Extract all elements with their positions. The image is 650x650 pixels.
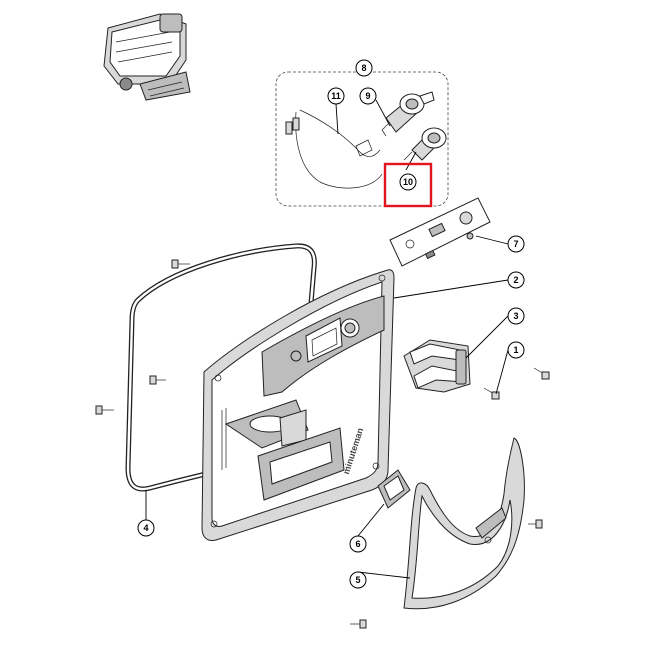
callout-4-label: 4 xyxy=(143,523,148,533)
callout-8: 8 xyxy=(355,59,373,77)
callout-5: 5 xyxy=(349,571,367,589)
screw-left-lower xyxy=(95,405,114,415)
gasket-square-part-6 xyxy=(377,469,411,509)
machine-thumbnail xyxy=(103,13,191,101)
kit-8-group-box xyxy=(275,71,449,207)
callout-11-label: 11 xyxy=(331,91,341,101)
callout-8-label: 8 xyxy=(361,63,366,73)
leader-lines xyxy=(145,72,509,579)
callout-6: 6 xyxy=(349,535,367,553)
screw-right-part-1 xyxy=(483,387,500,400)
callout-4: 4 xyxy=(137,519,155,537)
lower-shroud-part-5 xyxy=(403,437,525,610)
callout-7: 7 xyxy=(507,235,525,253)
callout-9: 9 xyxy=(359,87,377,105)
console-panel-part-2: minuteman xyxy=(201,269,395,541)
screw-bottom xyxy=(350,619,367,629)
highlight-box-part-10 xyxy=(383,162,433,208)
callout-6-label: 6 xyxy=(355,539,360,549)
power-socket-part-10 xyxy=(403,127,447,161)
callout-7-label: 7 xyxy=(513,239,518,249)
power-socket-part-9 xyxy=(381,91,435,137)
screw-right-upper xyxy=(533,367,550,380)
callout-3: 3 xyxy=(507,307,525,325)
callout-2-label: 2 xyxy=(513,275,518,285)
clamp-bracket-part-3 xyxy=(403,339,471,393)
screw-right-lower xyxy=(528,519,543,529)
callout-10-label: 10 xyxy=(403,177,413,187)
callout-11: 11 xyxy=(327,87,345,105)
screw-left-middle xyxy=(149,375,166,385)
callout-1: 1 xyxy=(507,341,525,359)
screw-top-left xyxy=(171,259,190,269)
callout-5-label: 5 xyxy=(355,575,360,585)
callout-10: 10 xyxy=(399,173,417,191)
callout-2: 2 xyxy=(507,271,525,289)
callout-3-label: 3 xyxy=(513,311,518,321)
control-label-plate-part-7 xyxy=(389,197,491,267)
callout-9-label: 9 xyxy=(365,91,370,101)
callout-1-label: 1 xyxy=(513,345,518,355)
wire-harness-part-11 xyxy=(285,109,383,189)
